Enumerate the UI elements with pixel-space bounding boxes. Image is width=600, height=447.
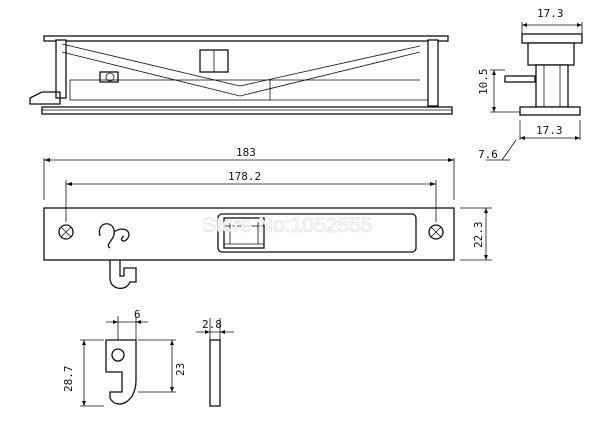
hook-detail: [80, 316, 234, 407]
end-view: [486, 22, 583, 161]
dim-bottom-width: 17.3: [536, 124, 563, 137]
dim-hook-thickness: 2.8: [202, 318, 222, 331]
dim-hole-spacing: 178.2: [228, 170, 261, 183]
dim-hook-width: 6: [134, 308, 141, 321]
dim-side-height: 10.5: [477, 69, 490, 96]
dim-top-width: 17.3: [537, 7, 564, 20]
side-view: [29, 35, 453, 115]
dim-overall-length: 183: [236, 146, 256, 159]
watermark: Store No:1052555: [202, 214, 372, 237]
dim-plate-height: 22.3: [472, 222, 485, 249]
front-view: [43, 158, 492, 289]
dim-hook-height: 28.7: [62, 366, 75, 393]
dim-hook-inner-height: 23: [174, 363, 187, 376]
dim-offset: 7.6: [478, 148, 498, 161]
